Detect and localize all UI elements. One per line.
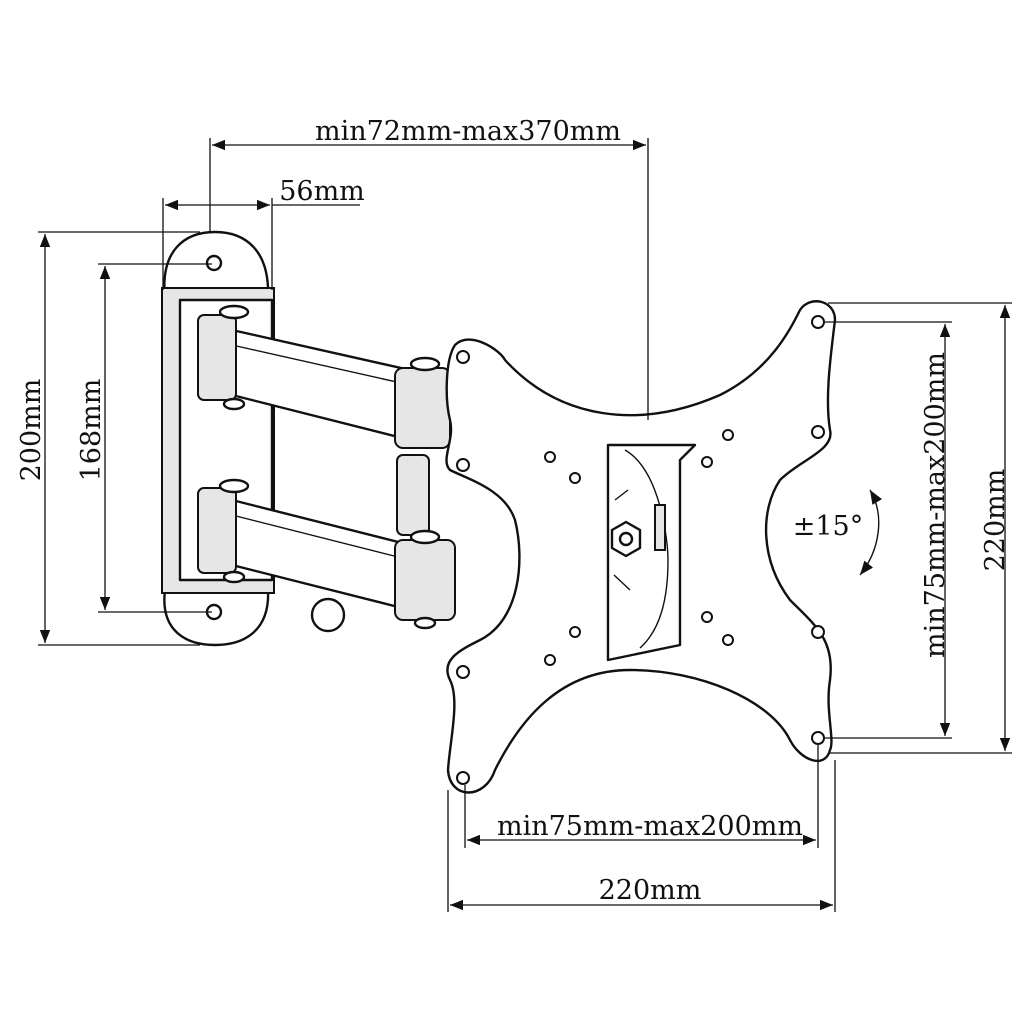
plate-height-label: 220mm [980,469,1011,572]
dimension-lines [38,138,1012,912]
wall-plate [161,230,275,647]
tilt-label: ±15° [793,511,863,542]
plate-width-label: 220mm [599,875,702,906]
vesa-plate [445,300,882,794]
articulating-arms [197,304,456,633]
vesa-vertical-label: min75mm-max200mm [920,352,951,658]
vesa-horizontal-label: min75mm-max200mm [497,811,803,842]
arm-extension-label: min72mm-max370mm [315,116,621,147]
wall-plate-width-label: 56mm [279,176,365,207]
wall-plate-height-label: 200mm [16,379,47,482]
wall-hole-spacing-label: 168mm [76,379,107,482]
